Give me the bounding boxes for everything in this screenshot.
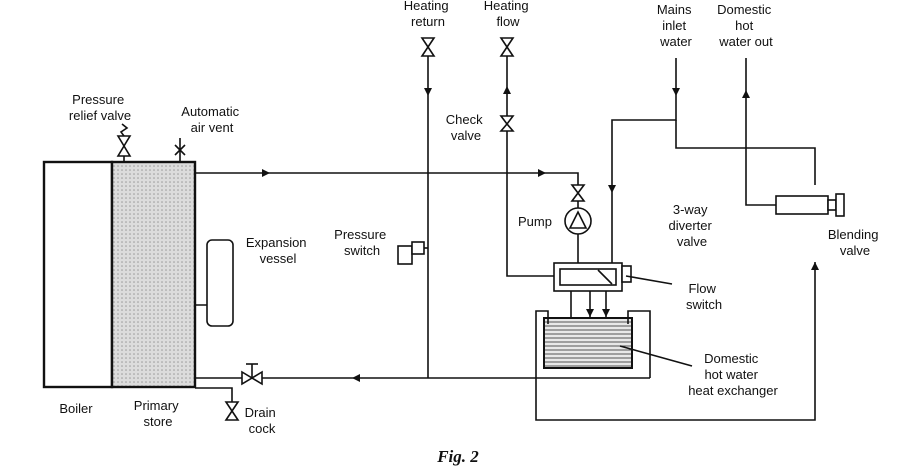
label-diverter: 3-way diverter valve: [669, 202, 716, 249]
boiler: [42, 160, 114, 389]
pump: [564, 207, 592, 235]
heat-exchanger: [543, 317, 633, 369]
label-mains-inlet: Mains inlet water: [657, 2, 695, 49]
label-primary-store: Primary store: [134, 398, 182, 429]
pump-isolating-valve: [570, 184, 586, 202]
label-expansion: Expansion vessel: [246, 235, 310, 266]
pressure-relief-valve: [116, 123, 132, 162]
expansion-vessel: [206, 239, 234, 327]
diverter-valve: [553, 262, 623, 292]
primary-store: [110, 160, 197, 389]
figure-caption: Fig. 2: [436, 447, 479, 466]
flow-pipe: [195, 172, 579, 185]
heating-flow-valve: [499, 37, 515, 57]
label-heat-exchanger: Domestic hot water heat exchanger: [688, 351, 778, 398]
label-pressure-relief: Pressure relief valve: [69, 92, 131, 123]
label-pump: Pump: [518, 214, 552, 229]
drain-cock: [224, 401, 240, 421]
label-flow-switch: Flow switch: [686, 281, 722, 312]
label-heating-flow: Heating flow: [484, 0, 532, 29]
label-pressure-switch: Pressure switch: [334, 227, 390, 258]
label-drain-cock: Drain cock: [245, 405, 280, 436]
label-blending: Blending valve: [828, 227, 882, 258]
heating-return-valve: [420, 37, 436, 57]
return-isolating-valve: [241, 363, 263, 386]
flow-switch: [621, 265, 632, 283]
pressure-switch: [397, 241, 428, 265]
blending-valve: [775, 193, 845, 217]
automatic-air-vent: [174, 138, 186, 162]
label-boiler: Boiler: [59, 401, 93, 416]
label-heating-return: Heating return: [404, 0, 452, 29]
check-valve: [499, 115, 515, 132]
label-check-valve: Check valve: [446, 112, 486, 143]
label-air-vent: Automatic air vent: [181, 104, 242, 135]
label-domestic-hot-out: Domestic hot water out: [717, 2, 775, 49]
